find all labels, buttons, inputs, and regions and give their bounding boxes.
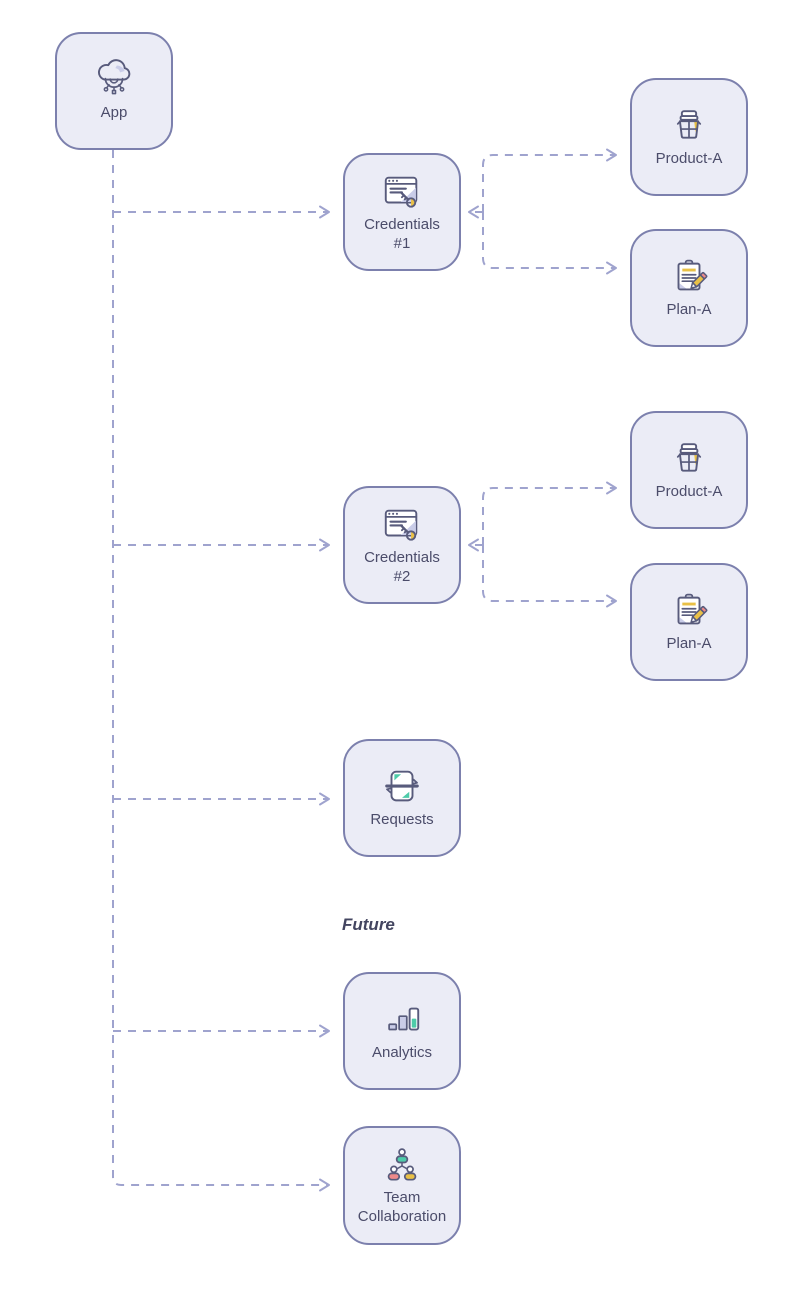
node-label: Requests (370, 811, 434, 829)
node-plan-a-2: Plan-A (630, 563, 748, 681)
node-label: Analytics (371, 1044, 433, 1062)
node-product-a-2: Product-A (630, 411, 748, 529)
node-label: Product-A (655, 150, 723, 168)
node-plan-a-1: Plan-A (630, 229, 748, 347)
edge-credentials-1-to-product-a (482, 148, 617, 212)
node-label: App (100, 104, 128, 122)
bar-chart-icon (388, 1007, 420, 1031)
node-label: Plan-A (666, 635, 712, 653)
sync-requests-icon (385, 770, 419, 802)
browser-key-icon (384, 176, 418, 208)
edge-credentials-2-to-plan-a (482, 545, 617, 608)
edge-credentials-2-to-product-a (482, 481, 617, 545)
node-product-a-1: Product-A (630, 78, 748, 196)
node-label: Credentials #1 (364, 215, 440, 252)
edge-credentials-1-to-plan-a (482, 212, 617, 275)
node-team-collaboration: Team Collaboration (343, 1126, 461, 1245)
clipboard-pencil-icon (677, 259, 708, 291)
browser-key-icon (384, 509, 418, 541)
clipboard-pencil-icon (677, 593, 708, 625)
product-basket-icon (676, 443, 702, 472)
node-label: Product-A (655, 483, 723, 501)
node-label: Plan-A (666, 301, 712, 319)
node-app: App (55, 32, 173, 150)
node-requests: Requests (343, 739, 461, 857)
node-credentials-2: Credentials #2 (343, 486, 461, 604)
product-basket-icon (676, 110, 702, 139)
node-analytics: Analytics (343, 972, 461, 1090)
future-section-label: Future (342, 915, 395, 934)
node-label: Team Collaboration (357, 1189, 447, 1225)
node-credentials-1: Credentials #1 (343, 153, 461, 271)
node-label: Credentials #2 (364, 548, 440, 585)
edge-app-to-team-collaboration (112, 150, 330, 1192)
team-org-icon (387, 1148, 417, 1181)
cloud-network-icon (98, 59, 131, 95)
